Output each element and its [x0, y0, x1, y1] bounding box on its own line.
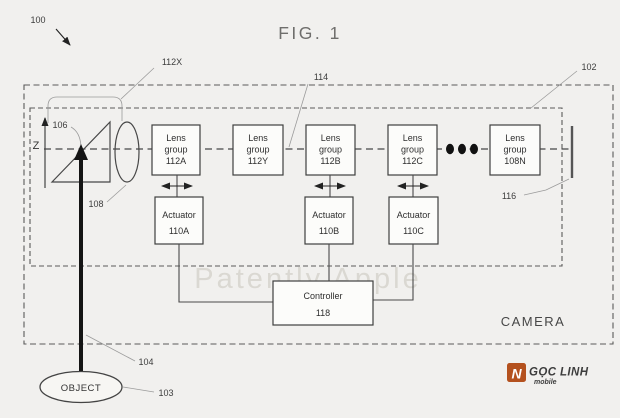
actuator-110C-line1: Actuator — [397, 210, 431, 220]
ref-112x-bracket — [47, 96, 123, 123]
ref-104-label: 104 — [138, 357, 153, 367]
object-label: OBJECT — [61, 383, 101, 394]
lens-element-108 — [114, 121, 140, 183]
actuator-110A: Actuator 110A — [154, 196, 204, 245]
camera-boundary-box — [23, 84, 614, 345]
actuator-links — [161, 175, 429, 197]
lens-module-boundary-box — [29, 107, 563, 267]
lens-group-108N-line3: 108N — [504, 156, 526, 166]
ref-100-label: 100 — [30, 15, 45, 25]
ref-108-leader — [106, 184, 127, 203]
ref-100-arrow — [55, 28, 71, 46]
lens-group-112B-line2: group — [319, 145, 342, 155]
camera-caption: CAMERA — [501, 314, 566, 329]
logo-n-letter: N — [511, 366, 522, 382]
lens-group-112A-line2: group — [164, 145, 187, 155]
ref-103-leader — [122, 386, 155, 393]
controller-line1: Controller — [303, 291, 342, 301]
lens-group-112C-line1: Lens — [403, 133, 423, 143]
lens-group-108N-line2: group — [503, 145, 526, 155]
lens-group-112Y: Lens group 112Y — [232, 124, 284, 176]
lens-group-112B-line3: 112B — [320, 156, 340, 166]
ref-116-label: 116 — [502, 191, 516, 201]
actuator-110A-line1: Actuator — [162, 210, 196, 220]
actuator-110B-line1: Actuator — [312, 210, 346, 220]
actuator-110B-line2: 110B — [319, 226, 339, 236]
ngoclinh-logo: N GỌC LINH mobile — [507, 363, 589, 386]
wire-110C-controller — [373, 244, 414, 301]
z-axis-label: Z — [33, 140, 40, 152]
ref-108-label: 108 — [88, 199, 103, 209]
actuator-110A-line2: 110A — [169, 226, 189, 236]
lens-group-112A-line1: Lens — [166, 133, 186, 143]
object-ellipse — [39, 370, 123, 404]
lens-group-112A-line3: 112A — [166, 156, 186, 166]
lens-group-108N: Lens group 108N — [489, 124, 541, 176]
lens-group-112B-line1: Lens — [321, 133, 341, 143]
lens-group-112Y-line3: 112Y — [248, 156, 268, 166]
lens-group-112Y-line1: Lens — [248, 133, 268, 143]
logo-brand-sub: mobile — [534, 379, 557, 386]
light-ray-arrowhead — [74, 144, 88, 160]
ref-116-leader — [523, 178, 570, 196]
lens-group-112B: Lens group 112B — [305, 124, 356, 176]
logo-n-icon — [507, 363, 526, 382]
ref-103-label: 103 — [158, 388, 173, 398]
ellipsis-dots — [446, 143, 478, 155]
lens-group-112C-line2: group — [401, 145, 424, 155]
controller-line2: 118 — [316, 308, 330, 318]
lens-group-112A: Lens group 112A — [151, 124, 201, 176]
actuator-110B: Actuator 110B — [304, 196, 354, 245]
actuator-110C: Actuator 110C — [388, 196, 439, 245]
ref-102-label: 102 — [581, 62, 596, 72]
lens-group-112C-line3: 112C — [402, 156, 423, 166]
controller-118: Controller 118 — [272, 280, 374, 326]
ref-102-leader — [530, 70, 578, 109]
logo-brand-name: GỌC LINH — [529, 367, 589, 379]
ref-112x-leader — [120, 67, 155, 100]
lens-group-108N-line1: Lens — [505, 133, 525, 143]
lens-group-112Y-line2: group — [246, 145, 269, 155]
ref-114-leader — [288, 83, 309, 148]
figure-title: FIG. 1 — [278, 23, 342, 43]
ref-106-label: 106 — [52, 120, 67, 130]
lens-group-112C: Lens group 112C — [387, 124, 438, 176]
wire-110A-controller — [178, 244, 273, 303]
ref-112x-label: 112X — [162, 57, 182, 67]
ref-104-leader — [85, 334, 136, 362]
ref-114-label: 114 — [314, 72, 328, 82]
actuator-110C-line2: 110C — [403, 226, 424, 236]
ref-106-leader — [70, 126, 82, 147]
